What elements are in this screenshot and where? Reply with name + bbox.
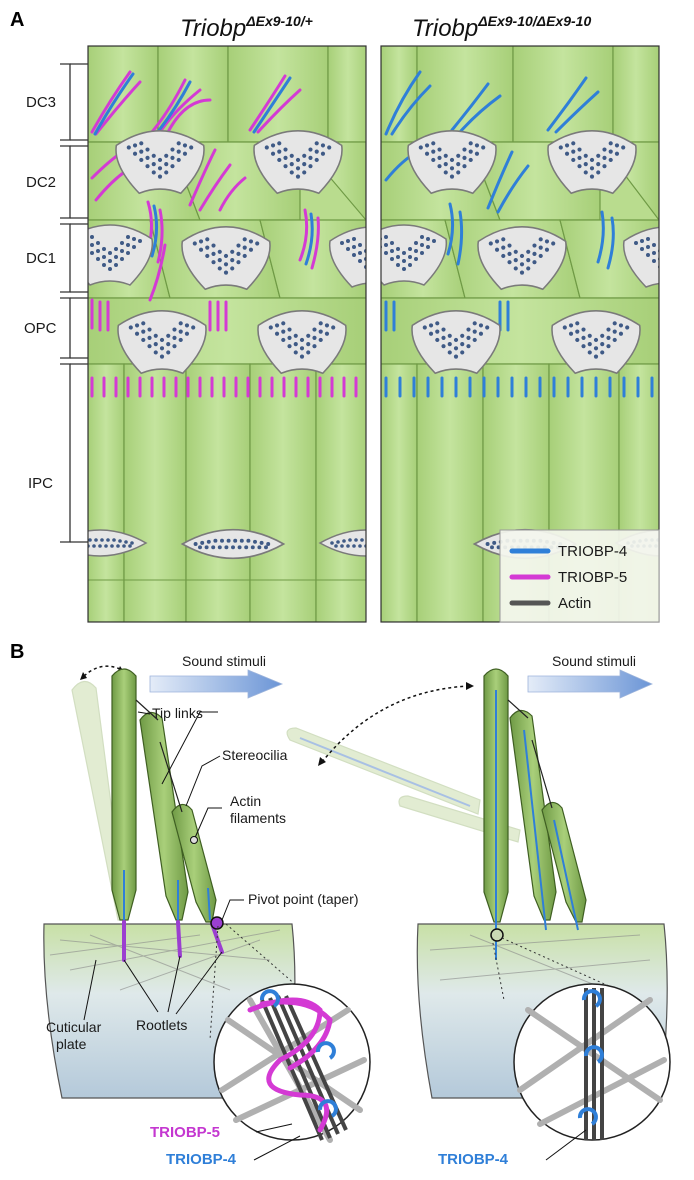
- legend: TRIOBP-4 TRIOBP-5 Actin: [499, 529, 660, 623]
- zoom-inset-right: [513, 983, 671, 1141]
- actin-filaments-label-1: Actin: [230, 793, 261, 809]
- sound-stimuli-label-left: Sound stimuli: [182, 653, 266, 669]
- triobp5-label: TRIOBP-5: [150, 1124, 220, 1141]
- cuticular-plate-label-1: Cuticular: [46, 1019, 102, 1035]
- stereocilia-bundle-left: Sound stimuli Tip links Stereocilia Acti…: [43, 653, 371, 1168]
- triobp4-label-left: TRIOBP-4: [166, 1151, 237, 1168]
- pivot-point-marker-right: [490, 928, 504, 942]
- row-label-dc1: DC1: [26, 250, 56, 267]
- row-label-dc3: DC3: [26, 94, 56, 111]
- cuticular-plate-label-2: plate: [56, 1036, 87, 1052]
- panel-a-label: A: [10, 9, 24, 31]
- legend-item-actin: Actin: [509, 595, 591, 612]
- panel-b-label: B: [10, 641, 24, 663]
- legend-label-triobp4: TRIOBP-4: [558, 543, 627, 560]
- tissue-homozygous: [381, 46, 659, 622]
- zoom-inset-left: [213, 983, 371, 1143]
- motion-arrow-right: [321, 685, 471, 763]
- genotype-left: TriobpΔEx9-10/+: [180, 13, 313, 42]
- row-label-ipc: IPC: [28, 475, 53, 492]
- rootlets-label: Rootlets: [136, 1017, 187, 1033]
- legend-label-actin: Actin: [558, 595, 591, 612]
- sound-stimuli-label-right: Sound stimuli: [552, 653, 636, 669]
- legend-item-triobp4: TRIOBP-4: [509, 543, 627, 560]
- pivot-point-label: Pivot point (taper): [248, 891, 359, 907]
- row-brackets: [60, 63, 88, 543]
- legend-label-triobp5: TRIOBP-5: [558, 569, 627, 586]
- stereocilia-bundle-right: Sound stimuli TRIOBP-4: [286, 653, 671, 1168]
- pivot-point-marker-left: [210, 916, 224, 930]
- row-label-opc: OPC: [24, 320, 57, 337]
- tissue-heterozygous: [88, 46, 366, 622]
- motion-arrow: [83, 665, 123, 677]
- triobp4-label-right: TRIOBP-4: [438, 1151, 509, 1168]
- genotype-right: TriobpΔEx9-10/ΔEx9-10: [412, 13, 591, 42]
- legend-item-triobp5: TRIOBP-5: [509, 569, 627, 586]
- stereocilia-label: Stereocilia: [222, 747, 288, 763]
- stereocilium-short-left: [171, 803, 217, 923]
- sound-arrow-left: [149, 669, 284, 699]
- row-label-dc2: DC2: [26, 174, 56, 191]
- tip-links-label: Tip links: [152, 705, 203, 721]
- sound-arrow-right: [527, 669, 653, 699]
- actin-filaments-label-2: filaments: [230, 810, 286, 826]
